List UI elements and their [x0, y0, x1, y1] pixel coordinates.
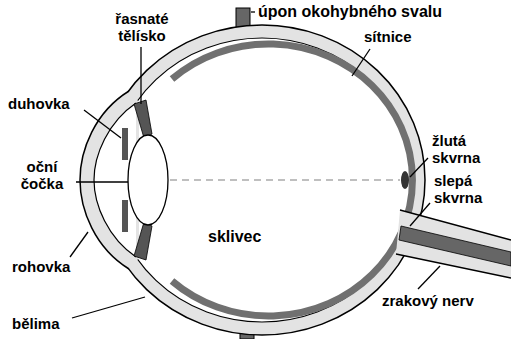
optic-nerve-edge — [396, 210, 511, 278]
optic-nerve — [396, 210, 511, 278]
leader-line — [84, 110, 121, 138]
leader-line — [72, 297, 145, 318]
part-label: duhovka — [8, 95, 70, 112]
optical-axis — [170, 179, 400, 181]
iris — [122, 128, 128, 160]
ciliary-body — [134, 222, 152, 260]
leader-line — [70, 232, 88, 257]
leader-line — [352, 49, 370, 76]
part-label: sítnice — [364, 28, 412, 45]
leader-line — [76, 181, 128, 182]
optic-nerve-core — [399, 226, 511, 266]
sclera — [99, 25, 425, 335]
leader-line — [251, 11, 255, 12]
sclera-inner — [112, 38, 412, 322]
part-label: sklivec — [208, 228, 261, 245]
part-label: úpon okohybného svalu — [258, 3, 442, 20]
leader-lines — [70, 12, 440, 318]
leader-line — [418, 266, 440, 289]
part-label: oční čočka — [12, 158, 72, 192]
leader-line — [410, 203, 430, 226]
part-label: bělima — [12, 315, 60, 332]
yellow-spot — [401, 171, 409, 189]
part-label: žlutá skvrna — [432, 132, 496, 166]
leader-line — [410, 158, 428, 177]
cornea-edge — [80, 91, 129, 269]
lens — [128, 135, 168, 225]
part-label: rohovka — [12, 258, 70, 275]
part-label: řasnaté tělísko — [103, 10, 181, 44]
leader-line — [140, 47, 141, 104]
ciliary-body — [134, 100, 152, 138]
part-label: zrakový nerv — [382, 292, 474, 309]
part-label: slepá skvrna — [434, 172, 498, 206]
iris — [122, 200, 128, 232]
